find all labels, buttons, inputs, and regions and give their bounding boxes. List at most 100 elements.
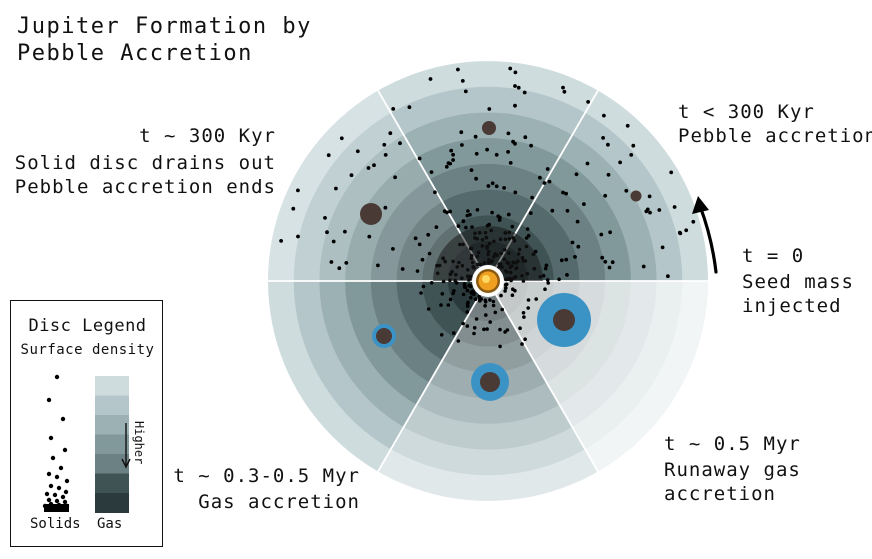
pebble [391,247,395,251]
pebble [543,287,547,292]
pebble [657,208,662,212]
pebble [279,239,283,243]
pebble [415,269,420,273]
pebble [383,153,388,157]
pebble [526,298,531,302]
pebble [550,208,555,213]
pebble [444,164,449,169]
pebble [483,300,488,304]
pebble [452,331,456,335]
pebble [446,303,451,307]
legend-solid-dot [46,397,52,403]
legend-solid-dot [48,483,54,489]
legend-gas-swatch [95,376,129,396]
pebble [420,257,425,262]
legend-solid-dot [50,455,56,461]
pebble [296,188,300,193]
pebble [602,113,606,118]
legend-solid-dot [58,465,64,471]
pebble [383,205,388,210]
pebble [469,168,474,173]
pebble [465,288,470,293]
pebble [499,293,503,298]
pebble [452,289,456,293]
pebble [526,306,530,310]
stage-t05-label: t ~ 0.5 Myr Runaway gas accretion [664,432,801,506]
legend-gas-swatch [95,493,129,513]
pebble [672,205,677,209]
legend-solids-label: Solids [30,516,81,532]
pebble [513,84,517,88]
pebble [442,209,447,214]
pebble [529,143,533,148]
stage-t0-line2: injected [742,295,842,317]
legend-solid-dot [54,498,60,504]
pebble [482,327,486,332]
disc-legend: Disc Legend Surface density Higher Solid… [10,300,163,547]
pebble [530,195,534,200]
pebble [433,190,437,195]
pebble [506,131,511,136]
pebble [296,234,300,239]
pebble [417,242,422,247]
pebble [491,299,496,304]
pebble [545,278,550,282]
star-highlight [482,275,490,283]
pebble [557,277,561,282]
pebble [426,232,431,237]
pebble [448,209,452,214]
pebble [391,107,396,111]
pebble [513,103,517,108]
pebble [508,161,513,165]
stage-t300-line2: Pebble accretion ends [14,176,276,198]
stage-t0-time: t = 0 [742,245,805,267]
title-line-2: Pebble Accretion [17,41,253,66]
pebble [606,142,610,147]
pebble [484,313,488,317]
pebble [564,191,568,196]
legend-solid-dot [44,491,50,497]
pebble [525,227,530,231]
arrow-head [692,196,709,214]
pebble [339,136,344,141]
pebble [513,288,517,293]
pebble [585,161,590,166]
pebble [460,143,464,147]
pebble [498,215,502,220]
stage-t05-line1: Runaway gas [664,459,801,481]
legend-higher-label: Higher [132,421,146,464]
title-line-1: Jupiter Formation by [17,14,312,39]
pebble [382,142,387,147]
pebble [506,150,510,154]
pebble [490,210,494,215]
planet-core [376,328,392,344]
legend-gas-swatch [95,415,129,435]
pebble [474,317,479,321]
pebble [488,320,493,324]
rotation-arrow [692,196,718,274]
pebble [574,172,579,177]
pebble [575,219,580,224]
diagram-title: Jupiter Formation by Pebble Accretion [17,13,312,67]
pebble [631,143,636,148]
pebble [513,190,518,195]
pebble [473,134,478,139]
legend-higher-arrow [121,423,131,469]
pebble [561,85,565,90]
pebble [469,295,473,300]
pebble [473,297,478,302]
pebble [400,267,405,271]
pebble [419,291,423,295]
pebble [503,289,507,293]
pebble [647,194,652,199]
legend-gas-swatch [95,434,129,455]
pebble [490,181,495,186]
pebble [466,209,470,213]
pebble [538,175,542,180]
pebble [601,136,605,140]
pebble [608,230,612,235]
legend-gas-swatch [95,473,129,494]
pebble [325,230,329,235]
pebble [456,224,461,229]
